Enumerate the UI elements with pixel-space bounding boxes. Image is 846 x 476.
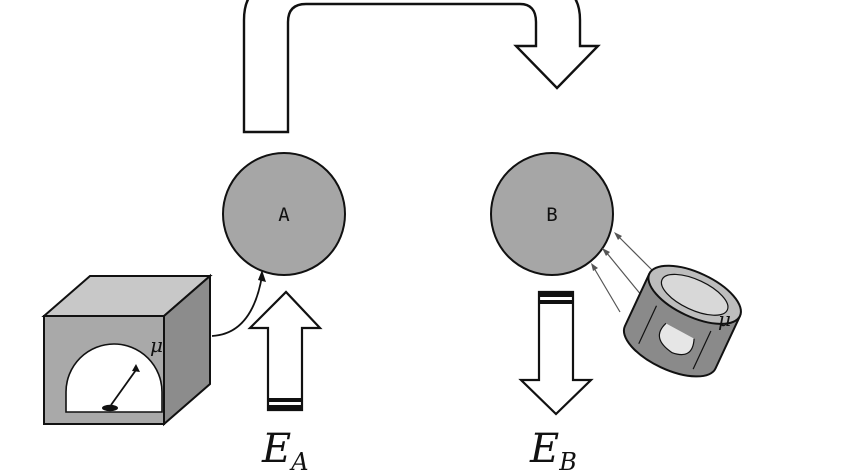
meter-mu-label: μ (150, 333, 163, 357)
energy-b-label: EB (529, 426, 577, 476)
energy-a-sub: A (289, 448, 308, 476)
node-a-circle (222, 152, 346, 276)
energy-b-sub: B (558, 448, 577, 476)
source-cylinder (622, 264, 742, 378)
gauge-needle (110, 369, 137, 406)
energy-a-main: E (261, 426, 291, 472)
energy-b-main: E (529, 426, 559, 472)
source-mu-label: μ (718, 307, 731, 331)
node-a-label: A (278, 204, 290, 226)
gauge-pivot (102, 404, 118, 412)
energy-a-label: EA (261, 426, 309, 476)
input-energy-arrow (247, 290, 323, 412)
node-b-label: B (546, 204, 557, 226)
node-b-circle (490, 152, 614, 276)
transfer-arrow (242, 0, 601, 134)
source-rays (591, 232, 661, 313)
meter-wire (211, 275, 263, 337)
meter-box: μ (41, 273, 213, 427)
output-energy-arrow (518, 290, 594, 416)
gauge-dial (65, 343, 163, 413)
